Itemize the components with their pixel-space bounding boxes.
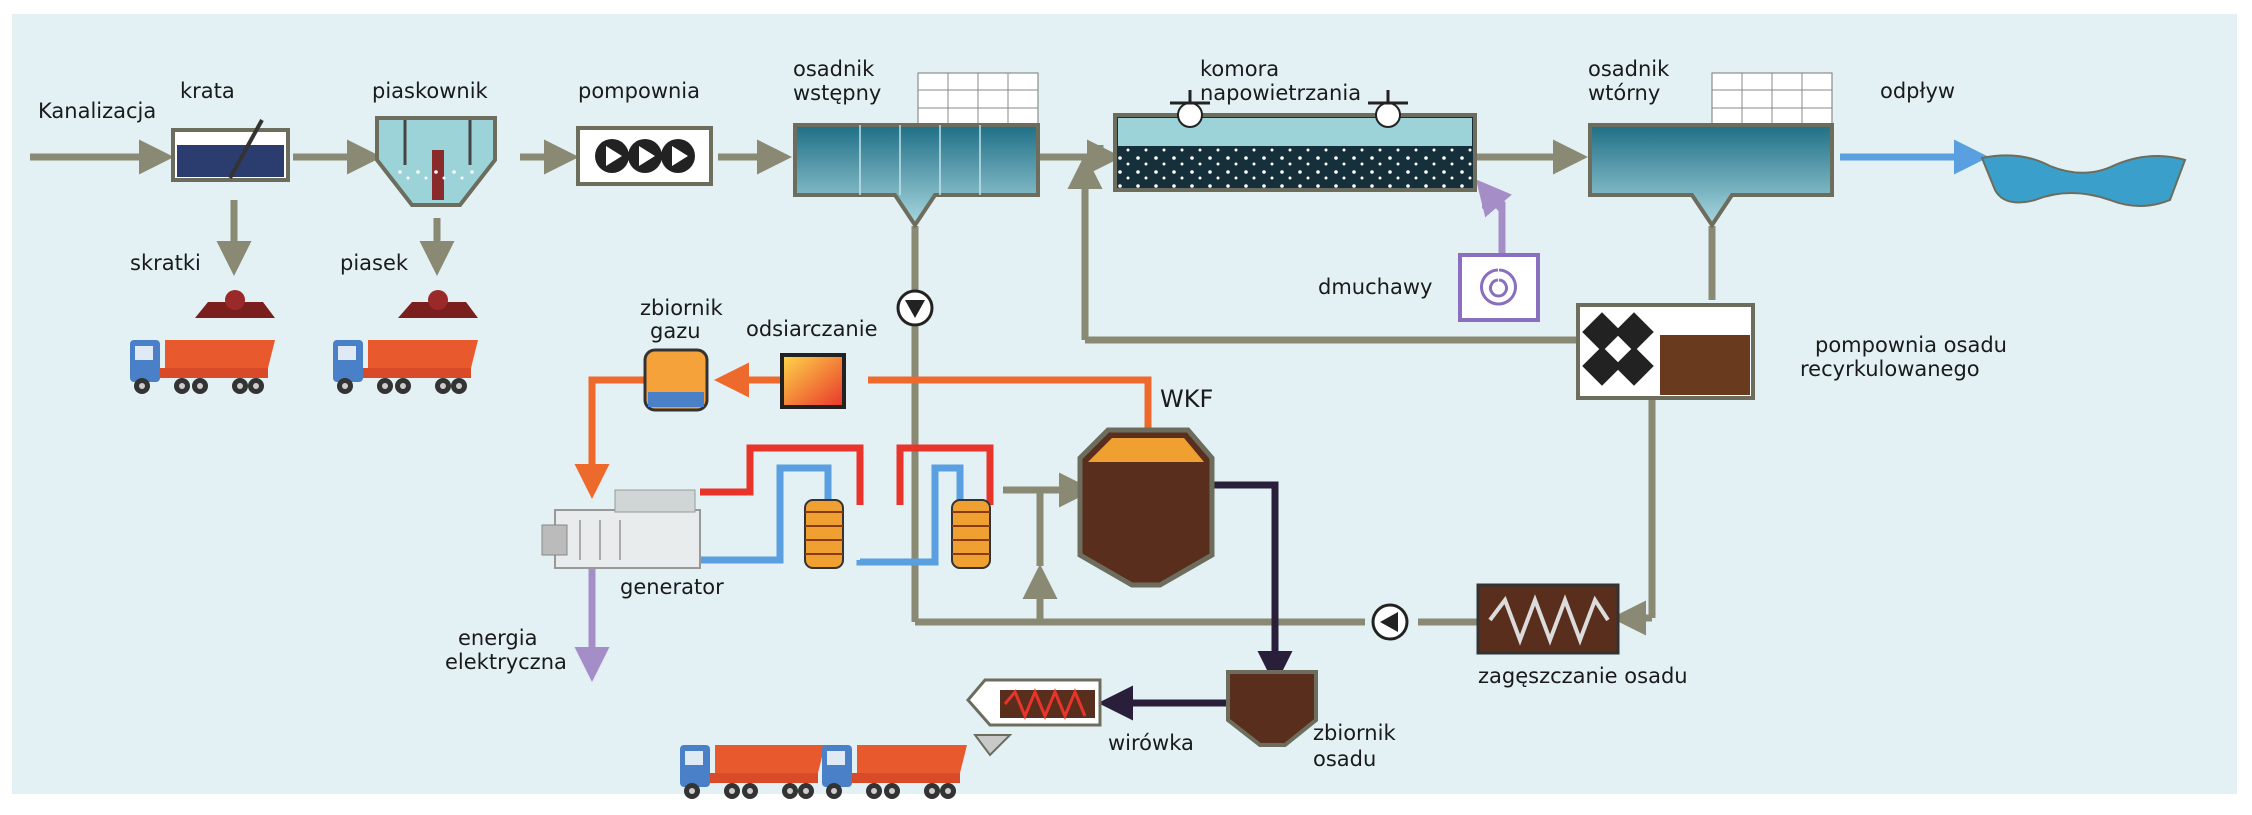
aerator-icon [1368,90,1408,128]
label-piasek: piasek [340,251,409,275]
pump-icon [1371,603,1409,641]
bar-screen [171,119,290,182]
centrifuge [966,678,1102,757]
label-kanalizacja: Kanalizacja [38,99,156,123]
truck-icon [822,745,967,799]
air-line-arrow [1475,179,1512,218]
sludge-tank [1226,670,1318,747]
return-sludge-pump-station [1576,303,1755,400]
label-odplyw: odpływ [1880,79,1955,103]
label-skratki: skratki [130,251,201,275]
label-osadnik-wtorny-2: wtórny [1588,81,1660,105]
gas-tank-icon [643,348,709,412]
label-wkf: WKF [1160,385,1213,413]
label-energia-2: elektryczna [445,650,567,674]
label-wirowka: wirówka [1108,731,1194,755]
label-osadnik-wstepny-2: wstępny [793,81,881,105]
label-zbiornik-osadu-2: osadu [1313,747,1376,771]
main-flow-line [30,139,1716,636]
digester-icon [1077,427,1215,588]
trucks-group [130,340,967,799]
label-generator: generator [620,575,724,599]
heat-exchanger-icon [804,499,844,569]
hot-water-loop [700,444,994,505]
label-piaskownik: piaskownik [372,79,489,103]
label-krata: krata [180,79,235,103]
gas-line [574,362,1152,499]
pump-station [576,126,713,186]
label-zageszczanie: zagęszczanie osadu [1478,664,1688,688]
screw-press-icon [1476,583,1620,655]
label-zbiornik-gazu-2: gazu [650,319,701,343]
primary-settler [793,72,1040,229]
grit-chamber [375,116,497,207]
label-komora-2: napowietrzania [1200,81,1361,105]
label-osadnik-wstepny-1: osadnik [793,57,875,81]
pump-icon [896,289,934,327]
label-zbiornik-gazu-1: zbiornik [640,296,723,320]
generator-icon [541,489,701,569]
heat-exchanger-icon [951,499,991,569]
desulfurization-unit [780,353,846,409]
aerator-icon [1170,90,1210,128]
aeration-chamber [1113,90,1477,192]
truck-icon [130,340,275,394]
label-dmuchawy: dmuchawy [1318,275,1432,299]
label-pompownia: pompownia [578,79,700,103]
label-zbiornik-osadu-1: zbiornik [1313,721,1396,745]
secondary-settler [1588,72,1834,229]
label-osadnik-wtorny-1: osadnik [1588,57,1670,81]
truck-icon [680,745,825,799]
blower-icon [1458,253,1540,322]
truck-icon [333,340,478,394]
cold-water-loop [700,464,964,566]
label-komora-1: komora [1200,57,1279,81]
receiving-water [1980,154,2187,207]
label-energia-1: energia [458,626,537,650]
label-pompownia-osadu-1: pompownia osadu [1815,333,2007,357]
label-odsiarczanie: odsiarczanie [746,317,878,341]
label-pompownia-osadu-2: recyrkulowanego [1800,357,1980,381]
